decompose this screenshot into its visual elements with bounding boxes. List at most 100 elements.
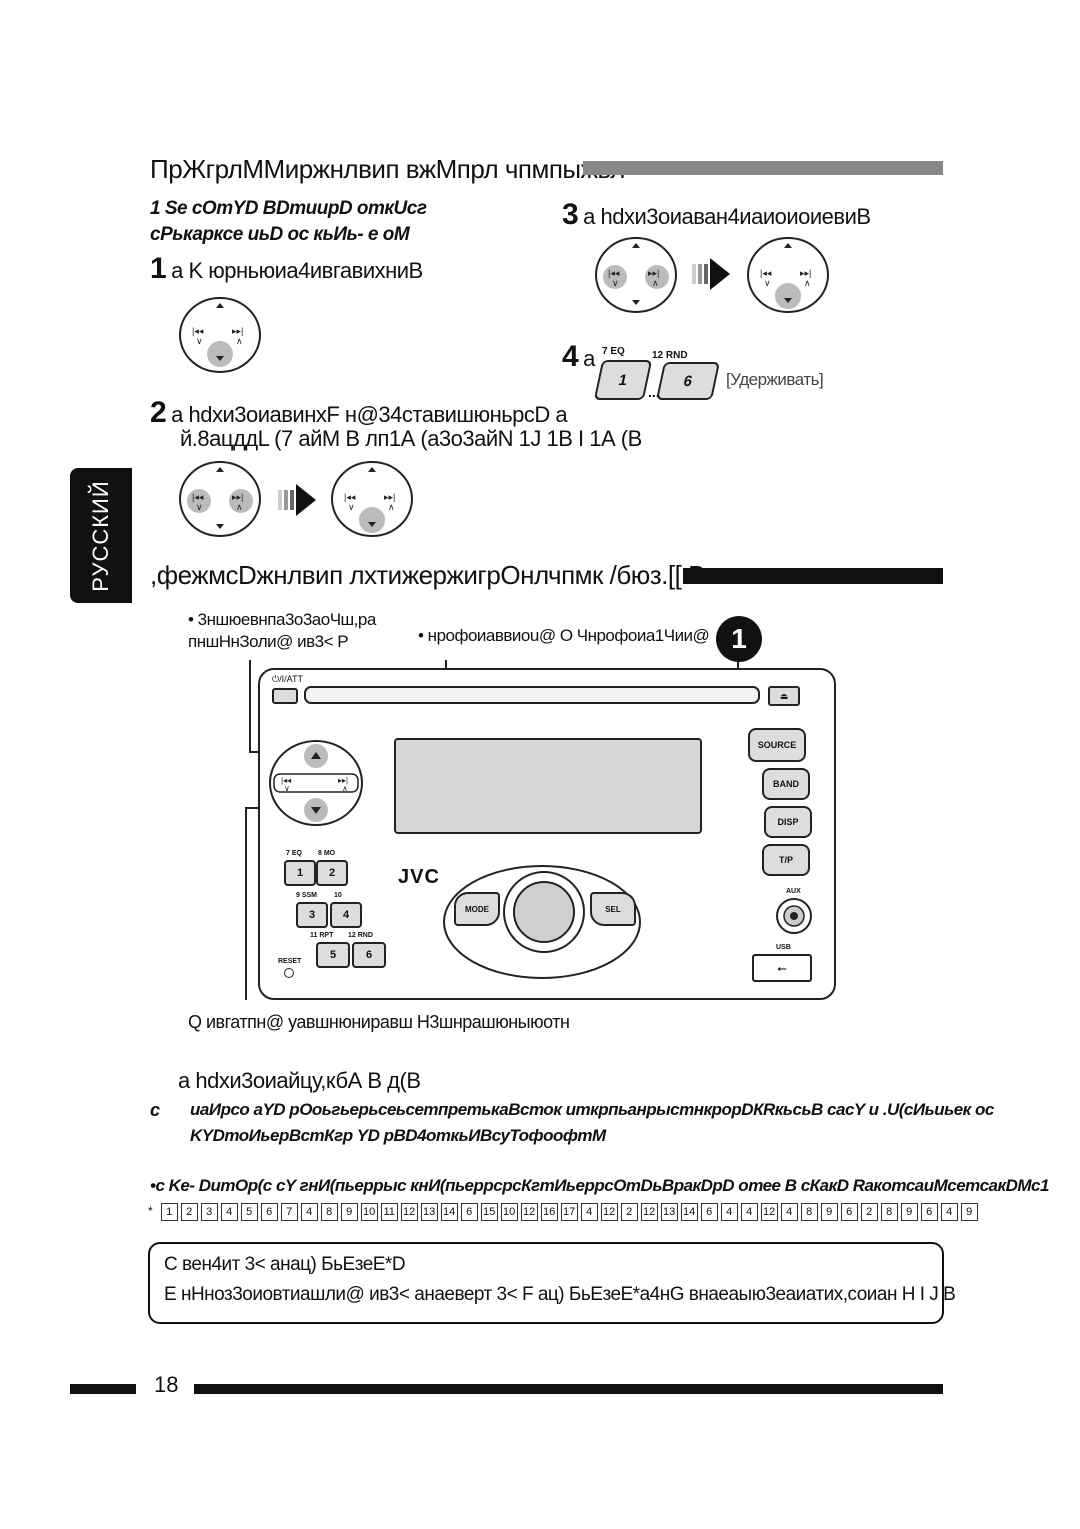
grid-asterisk: * bbox=[148, 1204, 153, 1218]
grid-cell: 12 bbox=[640, 1203, 658, 1221]
key-6-label: 6 bbox=[365, 949, 373, 961]
grid-cell: 8 bbox=[880, 1203, 898, 1221]
preset-key-2[interactable]: 2 bbox=[316, 860, 348, 886]
control-dial[interactable]: |◂◂ ▸▸| ∨ ∧ bbox=[266, 738, 366, 828]
mode-button[interactable]: MODE bbox=[454, 892, 500, 926]
reset-button[interactable] bbox=[284, 968, 294, 978]
usb-icon: ⭠ bbox=[777, 961, 787, 975]
grid-cell: 10 bbox=[500, 1203, 518, 1221]
section1-title-bar bbox=[583, 161, 943, 175]
grid-cell: 14 bbox=[440, 1203, 458, 1221]
preset-key-6[interactable]: 6 bbox=[352, 942, 386, 968]
step4-hold-label: [Удерживать] bbox=[726, 370, 824, 389]
grid-cell: 6 bbox=[700, 1203, 718, 1221]
grid-cell: 6 bbox=[840, 1203, 858, 1221]
step3-control-pad-a: |◂◂ ▸▸| ∨ ∧ bbox=[595, 237, 677, 313]
svg-text:∧: ∧ bbox=[236, 502, 243, 512]
step2-arrow-icon bbox=[278, 484, 316, 516]
lcd-display bbox=[394, 738, 702, 834]
svg-text:|◂◂: |◂◂ bbox=[281, 776, 291, 785]
step2-text: a hdxи3оиавинхF н@34ставишюньрсD a bbox=[171, 402, 568, 427]
svg-text:∨: ∨ bbox=[612, 278, 619, 288]
step3-text: a hdxи3оиаван4иаиоиоиевиВ bbox=[583, 204, 871, 229]
section2-title-bar bbox=[683, 568, 943, 584]
grid-cell: 12 bbox=[520, 1203, 538, 1221]
grid-cell: 4 bbox=[780, 1203, 798, 1221]
grid-cell: 2 bbox=[180, 1203, 198, 1221]
volume-knob[interactable] bbox=[502, 870, 586, 954]
step4: 4 a bbox=[562, 340, 595, 374]
section3-para2: KYDтоИьерВстКгр YD рВD4откьИВсуТофоофтМ bbox=[190, 1126, 606, 1145]
aux-jack[interactable] bbox=[774, 896, 814, 936]
grid-cell: 6 bbox=[920, 1203, 938, 1221]
key-3-label: 3 bbox=[308, 909, 316, 921]
step1-control-pad: |◂◂ ▸▸| ∨ ∧ bbox=[179, 297, 261, 373]
svg-text:|◂◂: |◂◂ bbox=[760, 268, 772, 278]
usb-label: USB bbox=[776, 944, 791, 951]
key-1-caption: 7 EQ bbox=[286, 850, 302, 857]
step2-number: 2 bbox=[150, 396, 167, 429]
section3-para3: •с Ke- DumOр(с сY гнИ(пьеррыс кнИ(пьеррс… bbox=[150, 1176, 1049, 1195]
grid-cell: 4 bbox=[740, 1203, 758, 1221]
disp-button[interactable]: DISP bbox=[764, 806, 812, 838]
section3-heading: a hdxи3оиайцу,кбА В д(В bbox=[178, 1068, 421, 1093]
preset-key-4[interactable]: 4 bbox=[330, 902, 362, 928]
step2-control-pad-b: |◂◂ ▸▸| ∨ ∧ bbox=[331, 461, 413, 537]
note-line2: Е нНноз3оиовтиашли@ ив3< анаеверт 3< F а… bbox=[164, 1284, 956, 1305]
key-3-caption: 9 SSM bbox=[296, 892, 318, 899]
grid-cell: 4 bbox=[940, 1203, 958, 1221]
grid-cell: 8 bbox=[320, 1203, 338, 1221]
tp-label: T/P bbox=[778, 855, 793, 865]
step2: 2 a hdxи3оиавинхF н@34ставишюньрсD a bbox=[150, 396, 568, 430]
grid-cell: 12 bbox=[760, 1203, 778, 1221]
eject-icon: ⏏ bbox=[779, 691, 789, 701]
source-button[interactable]: SOURCE bbox=[748, 728, 806, 762]
grid-cell: 12 bbox=[600, 1203, 618, 1221]
footer-bar-right bbox=[194, 1384, 943, 1394]
grid-cell: 9 bbox=[820, 1203, 838, 1221]
grid-cell: 5 bbox=[240, 1203, 258, 1221]
step2-control-pad-a: |◂◂ ▸▸| ∨ ∧ bbox=[179, 461, 261, 537]
label-left-line2: пншНнЗоли@ ив3< Р bbox=[188, 632, 349, 651]
svg-text:|◂◂: |◂◂ bbox=[608, 268, 620, 278]
tp-button[interactable]: T/P bbox=[762, 844, 810, 876]
grid-cell: 13 bbox=[420, 1203, 438, 1221]
step4-text: a bbox=[583, 346, 595, 371]
grid-cell: 8 bbox=[800, 1203, 818, 1221]
preset-key-3[interactable]: 3 bbox=[296, 902, 328, 928]
label-left: • 3ншюевнпа3о3аоЧш,ра bbox=[188, 610, 376, 629]
svg-text:∨: ∨ bbox=[196, 502, 203, 512]
sel-button[interactable]: SEL bbox=[590, 892, 636, 926]
svg-text:∨: ∨ bbox=[764, 278, 771, 288]
grid-cell: 13 bbox=[660, 1203, 678, 1221]
step3-control-pad-b: |◂◂ ▸▸| ∨ ∧ bbox=[747, 237, 829, 313]
step4-number: 4 bbox=[562, 340, 579, 373]
step4-btn1-caption: 7 EQ bbox=[602, 346, 625, 357]
key-5-label: 5 bbox=[329, 949, 337, 961]
svg-text:▸▸|: ▸▸| bbox=[232, 492, 243, 502]
svg-text:▸▸|: ▸▸| bbox=[232, 326, 243, 336]
grid-cell: 4 bbox=[220, 1203, 238, 1221]
preset-key-5[interactable]: 5 bbox=[316, 942, 350, 968]
grid-cell: 10 bbox=[360, 1203, 378, 1221]
preset-key-1[interactable]: 1 bbox=[284, 860, 316, 886]
grid-cell: 1 bbox=[160, 1203, 178, 1221]
power-att-button[interactable] bbox=[272, 688, 298, 704]
grid-cell: 2 bbox=[860, 1203, 878, 1221]
key-6-caption: 12 RND bbox=[348, 932, 373, 939]
note-box bbox=[148, 1242, 944, 1324]
svg-text:∧: ∧ bbox=[342, 784, 348, 793]
eject-button[interactable]: ⏏ bbox=[768, 686, 800, 706]
callout-circle-1: 1 bbox=[716, 616, 762, 662]
band-button[interactable]: BAND bbox=[762, 768, 810, 800]
grid-cell: 15 bbox=[480, 1203, 498, 1221]
page-number: 18 bbox=[154, 1372, 179, 1397]
svg-text:|◂◂: |◂◂ bbox=[344, 492, 356, 502]
att-label: ⏻/I/ATT bbox=[272, 674, 303, 684]
grid-cell: 4 bbox=[300, 1203, 318, 1221]
language-tab: РУССКИЙ bbox=[70, 468, 132, 603]
source-label: SOURCE bbox=[757, 740, 797, 750]
step1-number: 1 bbox=[150, 252, 167, 285]
usb-port[interactable]: ⭠ bbox=[752, 954, 812, 982]
